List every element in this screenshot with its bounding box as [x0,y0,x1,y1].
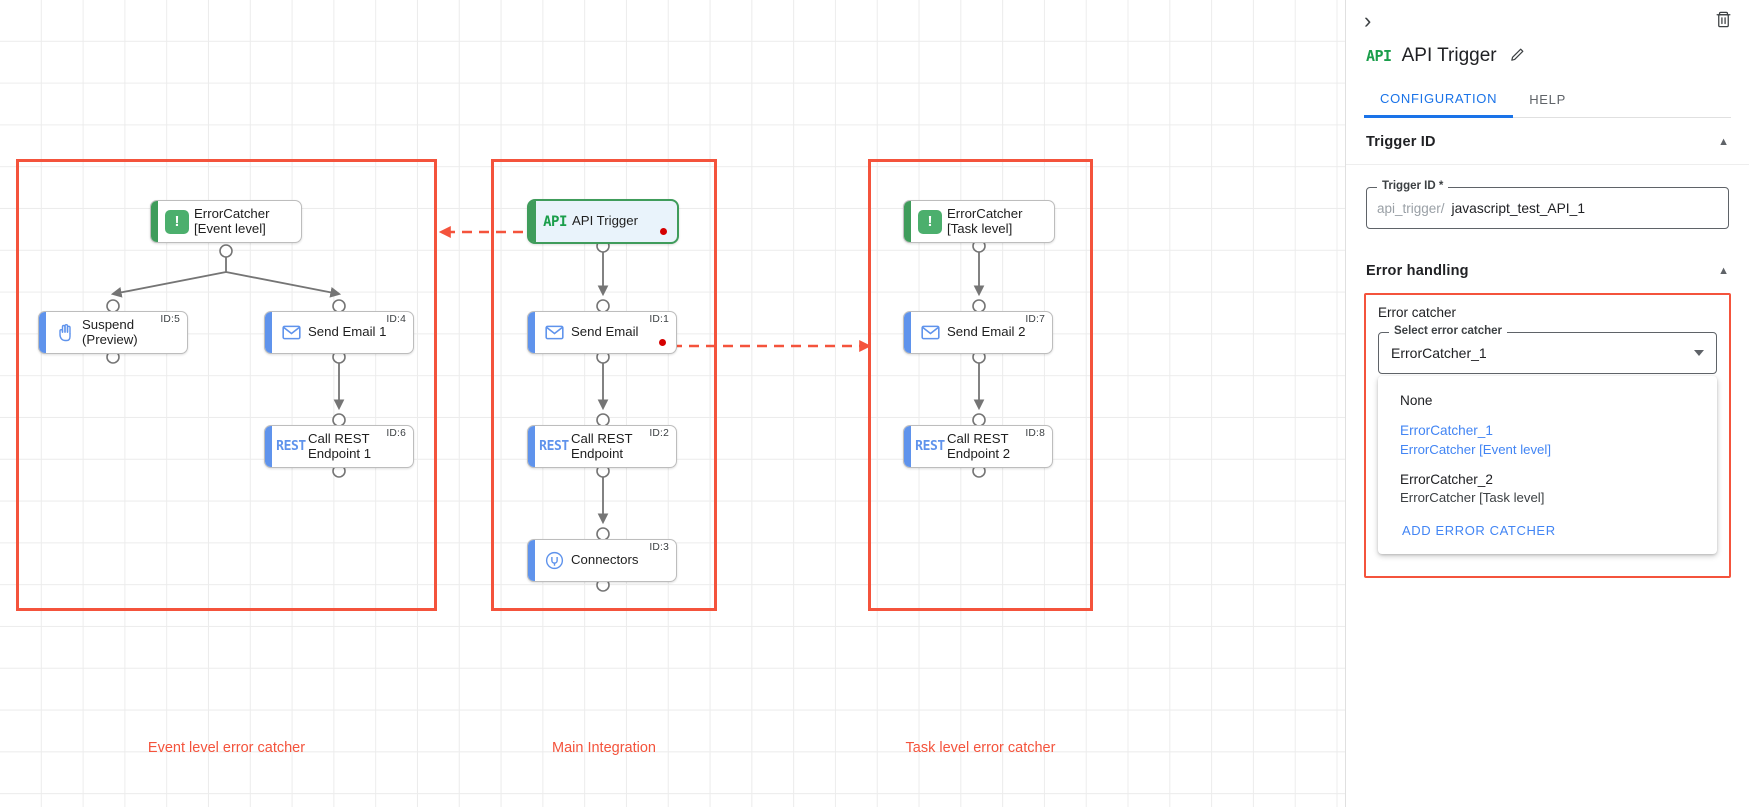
envelope-icon [274,312,308,353]
error-catcher-dropdown-menu: None ErrorCatcher_1 ErrorCatcher [Event … [1378,376,1717,554]
node-connectors[interactable]: Connectors ID:3 [527,539,677,582]
rest-icon: REST [915,439,945,454]
envelope-icon [537,312,571,353]
page-title: API Trigger [1401,45,1497,66]
chevron-right-icon[interactable]: › [1364,8,1372,33]
chevron-up-icon[interactable]: ▲ [1718,136,1729,148]
envelope-icon [913,312,947,353]
node-id-badge: ID:6 [386,428,406,439]
node-accent [904,201,911,242]
node-accent [904,312,911,353]
node-id-badge: ID:3 [649,542,669,553]
tab-configuration[interactable]: CONFIGURATION [1364,81,1514,118]
panel-tabs: CONFIGURATION HELP [1364,81,1731,118]
node-accent [265,426,272,467]
panel-title-row: API API Trigger [1364,45,1731,67]
node-call-rest-endpoint[interactable]: REST Call REST Endpoint ID:2 [527,425,677,468]
hand-icon [48,312,82,353]
tab-help[interactable]: HELP [1513,81,1582,117]
node-id-badge: ID:7 [1025,314,1045,325]
error-catcher-icon: ! [160,201,194,242]
menu-item-title: None [1400,393,1433,408]
rest-icon: REST [276,439,306,454]
node-accent [528,426,535,467]
node-errorcatcher-task-level[interactable]: ! ErrorCatcher [Task level] [903,200,1055,243]
node-label: Call REST Endpoint [571,430,633,461]
section-title: Trigger ID [1366,134,1436,150]
trash-icon[interactable] [1714,10,1733,32]
connector-icon [537,540,571,581]
node-id-badge: ID:5 [160,314,180,325]
node-label: Call REST Endpoint 2 [947,430,1011,461]
select-error-catcher-label: Select error catcher [1389,325,1508,337]
node-accent [529,201,536,242]
panel-header: › API API Trigger CONFIG [1346,0,1749,118]
details-panel: › API API Trigger CONFIG [1345,0,1749,807]
caret-down-icon[interactable] [1694,350,1704,356]
node-api-trigger[interactable]: API API Trigger [527,199,679,244]
select-error-catcher-value: ErrorCatcher_1 [1391,345,1487,361]
node-label: ErrorCatcher [Event level] [194,205,270,236]
node-accent [528,540,535,581]
node-send-email-2[interactable]: Send Email 2 ID:7 [903,311,1053,354]
node-label: Call REST Endpoint 1 [308,430,372,461]
add-error-catcher-button[interactable]: ADD ERROR CATCHER [1402,522,1556,538]
node-accent [151,201,158,242]
node-label: API Trigger [572,213,638,229]
rest-icon: REST [539,439,569,454]
node-errorcatcher-event-level[interactable]: ! ErrorCatcher [Event level] [150,200,302,243]
menu-item-errorcatcher-2[interactable]: ErrorCatcher_2 ErrorCatcher [Task level] [1378,465,1717,513]
node-label: Send Email 2 [947,324,1026,340]
error-catcher-label: Error catcher [1378,305,1457,320]
menu-item-title: ErrorCatcher_2 [1400,471,1493,487]
node-call-rest-endpoint-1[interactable]: REST Call REST Endpoint 1 ID:6 [264,425,414,468]
node-accent [39,312,46,353]
trigger-id-input[interactable]: Trigger ID * api_trigger/ javascript_tes… [1366,180,1729,229]
menu-item-title: ErrorCatcher_1 [1400,423,1493,439]
section-header-trigger-id[interactable]: Trigger ID ▲ [1346,118,1749,165]
pencil-icon[interactable] [1507,46,1526,66]
trigger-id-field-label: Trigger ID * [1377,180,1449,192]
node-id-badge: ID:4 [386,314,406,325]
chevron-up-icon[interactable]: ▲ [1718,265,1729,277]
group-caption-main-integration: Main Integration [552,740,656,756]
node-send-email-1[interactable]: Send Email 1 ID:4 [264,311,414,354]
node-label: Send Email [571,324,639,340]
group-caption-task-level: Task level error catcher [905,740,1056,756]
node-label: Suspend (Preview) [82,316,138,347]
section-header-error-handling[interactable]: Error handling ▲ [1346,247,1749,293]
error-catcher-block: Error catcher Select error catcher Error… [1364,293,1731,578]
group-caption-event-level: Event level error catcher [147,740,306,756]
node-id-badge: ID:1 [649,314,669,325]
node-suspend[interactable]: Suspend (Preview) ID:5 [38,311,188,354]
menu-item-subtitle: ErrorCatcher [Task level] [1400,489,1545,505]
node-id-badge: ID:2 [649,428,669,439]
menu-item-subtitle: ErrorCatcher [Event level] [1400,441,1551,457]
trigger-id-field-wrap: Trigger ID * api_trigger/ javascript_tes… [1346,165,1749,247]
group-box-event-level[interactable] [16,159,437,611]
select-error-catcher[interactable]: Select error catcher ErrorCatcher_1 [1378,325,1717,374]
api-icon: API [1366,47,1392,65]
node-accent [904,426,911,467]
node-id-badge: ID:8 [1025,428,1045,439]
group-box-main-integration[interactable] [491,159,717,611]
trigger-id-value: javascript_test_API_1 [1451,200,1585,216]
menu-item-errorcatcher-1[interactable]: ErrorCatcher_1 ErrorCatcher [Event level… [1378,416,1717,464]
node-accent [265,312,272,353]
node-label: Connectors [571,552,639,568]
api-icon: API [543,213,567,230]
node-accent [528,312,535,353]
node-label: Send Email 1 [308,324,387,340]
error-catcher-icon: ! [913,201,947,242]
node-send-email[interactable]: Send Email ID:1 [527,311,677,354]
status-badge [659,339,666,346]
node-label: ErrorCatcher [Task level] [947,205,1023,236]
trigger-id-prefix: api_trigger/ [1377,200,1445,216]
group-box-task-level[interactable] [868,159,1093,611]
node-call-rest-endpoint-2[interactable]: REST Call REST Endpoint 2 ID:8 [903,425,1053,468]
status-badge [660,228,667,235]
workflow-canvas[interactable]: ! ErrorCatcher [Event level] Suspend (Pr… [0,0,1345,807]
menu-item-none[interactable]: None [1378,386,1717,416]
section-title: Error handling [1366,263,1469,279]
